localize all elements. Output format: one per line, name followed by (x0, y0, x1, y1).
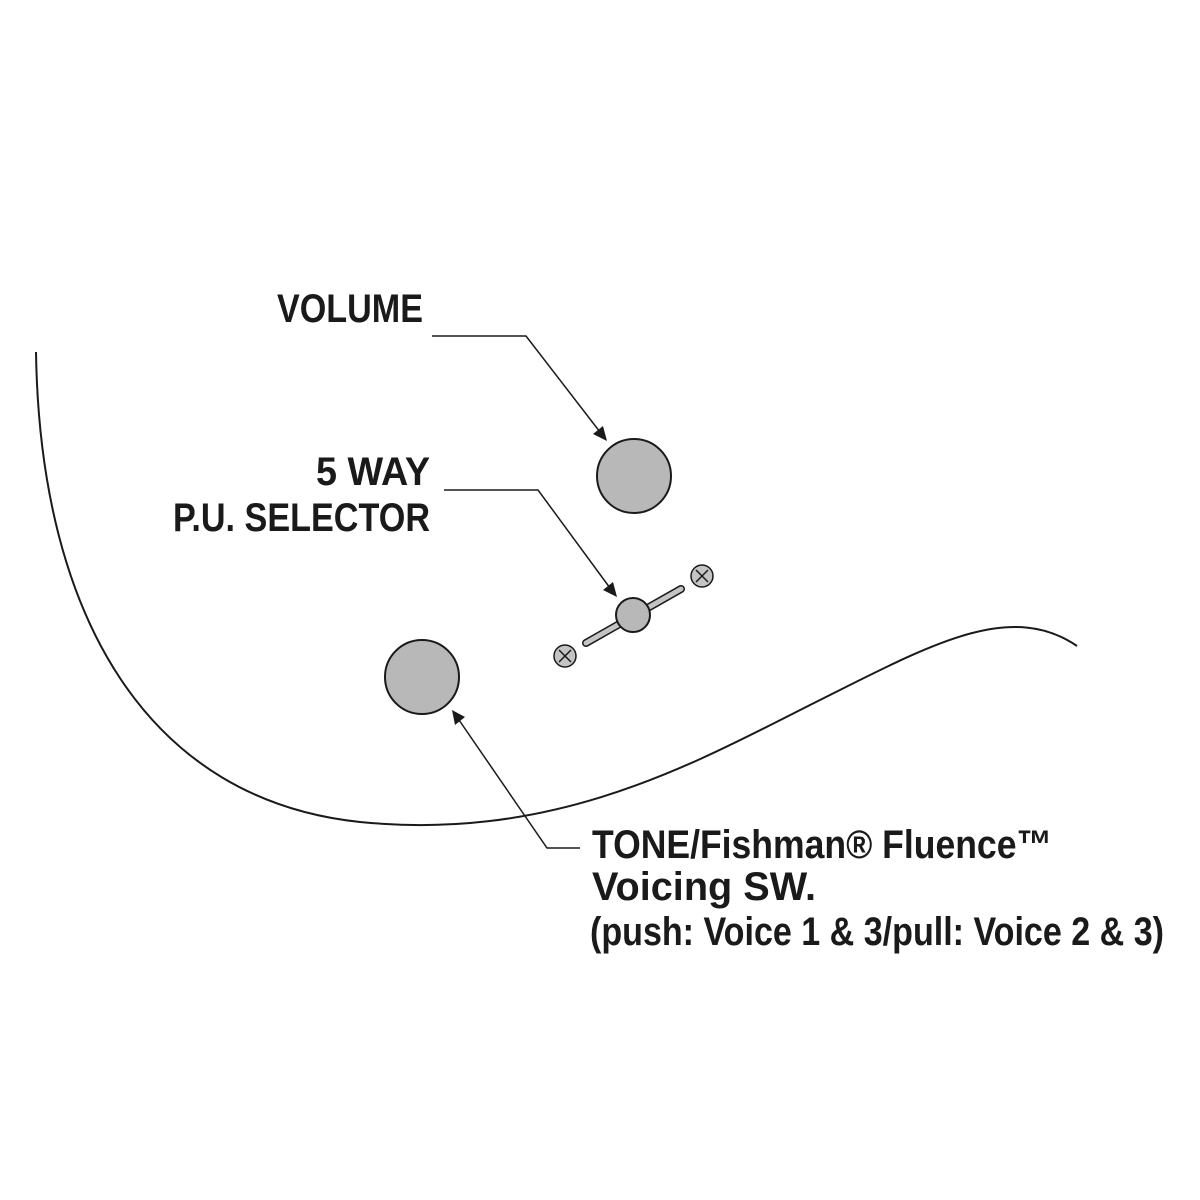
tone-arrowhead (452, 710, 465, 725)
selector-leader-line (444, 489, 611, 589)
volume-arrowhead (593, 426, 607, 441)
selector-arrowhead (603, 582, 617, 597)
screw-icon (553, 644, 577, 668)
selector-label-line2: P.U. SELECTOR (173, 496, 430, 540)
tone-label-line2: Voicing SW. (592, 865, 816, 909)
selector-label-line1: 5 WAY (316, 450, 430, 494)
guitar-body-outline (35, 351, 1078, 826)
selector-tip (615, 597, 651, 633)
tone-label-line1: TONE/Fishman® Fluence™ (592, 823, 1052, 867)
volume-knob (596, 438, 672, 514)
tone-leader-line (458, 719, 580, 849)
screw-icon (690, 564, 714, 588)
tone-knob (384, 639, 460, 715)
volume-leader-line (432, 335, 601, 433)
pickup-selector-switch (553, 564, 714, 668)
tone-label-line3: (push: Voice 1 & 3/pull: Voice 2 & 3) (590, 910, 1164, 954)
volume-label: VOLUME (277, 287, 423, 331)
